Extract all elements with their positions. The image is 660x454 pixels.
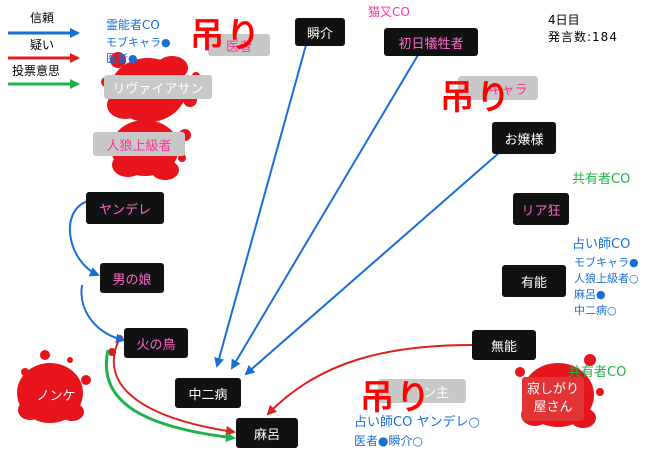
player-munou[interactable]: 無能 (472, 330, 536, 360)
player-shunsuke[interactable]: 瞬介 (295, 18, 345, 46)
dead-player-moeki: キャラ (458, 76, 538, 100)
player-hinotori[interactable]: 火の鳥 (124, 328, 188, 358)
dead-player-bottom-label: ン主 (422, 385, 449, 401)
player-mazou[interactable]: 麻呂 (236, 418, 298, 448)
note-kyouyuu-bottom: 共有者CO (568, 365, 627, 380)
note-uranai-right-3: 麻呂● (574, 288, 606, 301)
note-uranai-bottom-1: 占い師CO ヤンデレ○ (354, 415, 480, 430)
arrow-munou-to-mazou (266, 344, 473, 416)
player-yandere[interactable]: ヤンデレ (86, 192, 164, 224)
dead-player-rivaiasan-label: リヴァイアサン (112, 81, 204, 97)
player-yuunou-label: 有能 (520, 275, 547, 291)
note-kyouyuu-top: 共有者CO (572, 172, 631, 187)
player-ria-kyou-label: リア狂 (521, 203, 561, 219)
dead-player-moeki-label: キャラ (488, 82, 528, 98)
arrow-yandere-to-otokonoko (69, 200, 100, 277)
dead-player-sabishigari: 寂しがり 屋さん (522, 377, 584, 421)
arrow-shunsuke-to-chuunibyou (214, 44, 307, 368)
player-munou-label: 無能 (490, 339, 517, 355)
dead-player-nonke: ノンケ (28, 383, 84, 405)
legend-trust-label: 信頼 (30, 11, 55, 25)
arrow-firstvictim-to-chuunibyou (230, 54, 419, 370)
blood-splatter-nonke (17, 350, 91, 423)
arrow-hinotori-to-mazou-doubt (112, 341, 236, 436)
legend-vote-label: 投票意思 (12, 64, 61, 78)
player-yuunou[interactable]: 有能 (502, 265, 566, 297)
dead-player-ishi: 医者 (208, 34, 270, 56)
note-uranai-right-co: 占い師CO (572, 237, 631, 252)
player-ria-kyou[interactable]: リア狂 (513, 193, 569, 225)
note-uranai-right-4: 中二病○ (574, 304, 617, 317)
player-chuunibyou-label: 中二病 (188, 387, 228, 403)
dead-player-ishi-label: 医者 (225, 39, 252, 55)
player-ojousama[interactable]: お嬢様 (492, 122, 556, 154)
note-uranai-bottom-2: 医者●瞬介○ (354, 434, 423, 448)
hang-label-1: 吊り (190, 16, 262, 56)
hang-label-3: 吊り (360, 378, 432, 418)
dead-player-bottom: ン主 (378, 379, 466, 403)
player-shunsuke-label: 瞬介 (306, 26, 333, 42)
player-hinotori-label: 火の鳥 (136, 337, 176, 353)
dead-player-jinrou: 人狼上級者 (93, 132, 185, 156)
note-neko-co: 猫又CO (368, 5, 410, 19)
arrow-ojousama-to-chuunibyou (244, 151, 501, 376)
post-count-label: 発言数:184 (548, 30, 618, 44)
arrow-otokonoko-to-hinotori (80, 284, 126, 344)
player-otokonoko[interactable]: 男の娘 (100, 263, 164, 293)
player-otokonoko-label: 男の娘 (112, 272, 152, 288)
note-reinou-mobu: モブキャラ● (106, 36, 171, 49)
dead-player-jinrou-label: 人狼上級者 (106, 138, 172, 154)
note-uranai-right-2: 人狼上級者○ (574, 272, 639, 285)
player-first-victim-label: 初日犠牲者 (398, 36, 464, 52)
dead-player-rivaiasan: リヴァイアサン (104, 75, 212, 99)
day-label: 4日目 (548, 13, 580, 27)
sabishigari-label-line1: 寂しがり (526, 382, 579, 397)
arrow-hinotori-to-mazou-vote (104, 349, 236, 443)
legend-doubt-label: 疑い (30, 38, 55, 52)
sabishigari-label-line2: 屋さん (533, 400, 573, 415)
dead-player-nonke-label: ノンケ (36, 388, 76, 404)
note-reinou-ishi: 医者● (106, 52, 138, 65)
player-first-victim[interactable]: 初日犠牲者 (384, 28, 478, 56)
player-yandere-label: ヤンデレ (98, 202, 151, 218)
player-chuunibyou[interactable]: 中二病 (175, 378, 241, 408)
player-ojousama-label: お嬢様 (504, 132, 544, 148)
note-reinou-co: 霊能者CO (106, 18, 160, 32)
player-mazou-label: 麻呂 (253, 427, 280, 443)
hang-label-2: 吊り (440, 78, 512, 118)
note-uranai-right-1: モブキャラ● (574, 256, 639, 269)
